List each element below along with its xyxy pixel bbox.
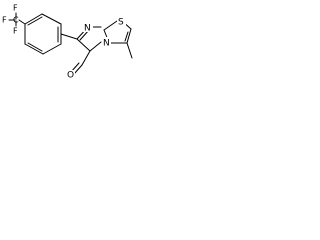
thiazole-sulfur-label: S	[118, 18, 124, 28]
methyl-bond	[126, 42, 133, 59]
bridgehead-nitrogen-label: N	[103, 39, 110, 49]
cf3-fluorine-left: F	[2, 16, 7, 25]
chemical-structure-diagram: F F C F	[2, 4, 133, 81]
trifluoromethyl-group: F F C F	[2, 4, 26, 36]
biaryl-bond	[60, 33, 78, 40]
imidazole-nitrogen-label: N	[84, 24, 91, 34]
cf3-carbon: C	[13, 16, 19, 25]
imidazothiazole-core: N S N O	[66, 16, 133, 81]
aldehyde-bond	[81, 50, 91, 66]
cf3-bond-ring	[18, 19, 26, 25]
benzene-ring	[24, 13, 62, 55]
cf3-fluorine-top: F	[13, 4, 18, 13]
cf3-fluorine-bottom: F	[13, 27, 18, 36]
aldehyde-oxygen-label: O	[67, 71, 74, 81]
